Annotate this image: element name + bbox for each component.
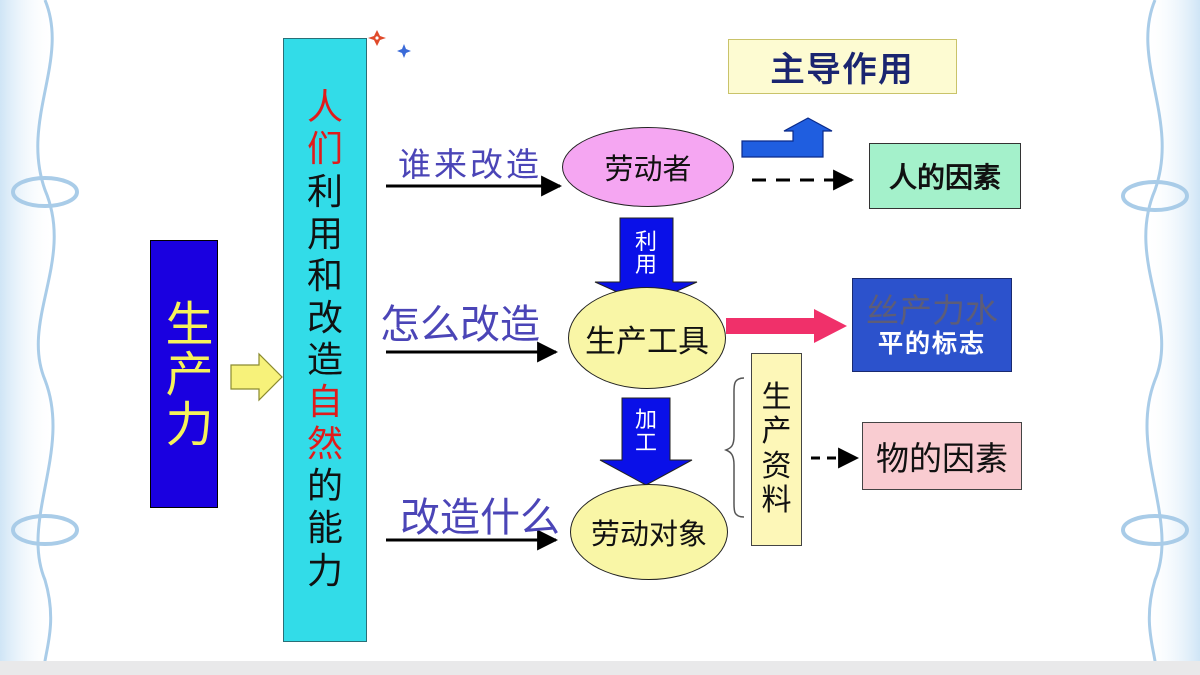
productivity-mark-box: 丝产力水 平的标志 [852, 278, 1012, 372]
use-char: 利 [634, 230, 657, 255]
leading-role-box: 主导作用 [728, 39, 957, 94]
productivity-char: 生产力 [156, 299, 213, 449]
productivity-box: 生产力 [150, 240, 218, 508]
ability-char: 力 [306, 550, 343, 592]
productivity-mark-line1: 丝产力水 [866, 290, 998, 330]
ability-char: 自 [306, 382, 343, 424]
ability-char: 们 [306, 129, 343, 171]
means-char: 生 [761, 380, 792, 416]
process-char: 加 [634, 408, 657, 433]
sparkle-icon [368, 30, 386, 46]
productivity-mark-line2: 平的标志 [877, 328, 986, 358]
laborer-label: 劳动者 [604, 152, 692, 186]
bent-up-arrow [741, 117, 833, 158]
right-block-arrow [230, 352, 283, 402]
ability-char: 能 [306, 508, 343, 550]
ability-char: 的 [306, 466, 343, 508]
laborer-ellipse: 劳动者 [562, 127, 734, 207]
objects-label: 劳动对象 [590, 517, 707, 551]
human-factor-label: 人的因素 [888, 161, 1001, 194]
question-how-label: 怎么改造 [380, 302, 540, 348]
use-arrow-label: 利 用 [632, 231, 660, 277]
ability-char: 造 [306, 340, 343, 381]
left-wavy-frame [0, 0, 79, 675]
material-factor-box: 物的因素 [862, 422, 1022, 490]
objects-ellipse: 劳动对象 [570, 484, 728, 580]
question-who-label: 谁来改造 [398, 145, 542, 184]
tools-ellipse: 生产工具 [568, 287, 726, 389]
process-arrow-label: 加 工 [632, 409, 660, 455]
ability-char: 人 [306, 87, 343, 129]
ability-char: 用 [306, 213, 343, 255]
ability-char: 利 [306, 171, 343, 213]
sparkle-icon [397, 44, 411, 58]
bottom-strip [0, 661, 1200, 675]
leading-role-label: 主导作用 [770, 50, 915, 90]
process-char: 工 [634, 431, 657, 457]
tools-label: 生产工具 [585, 323, 709, 360]
human-factor-box: 人的因素 [869, 143, 1021, 209]
ability-char: 和 [306, 255, 343, 297]
ability-box: 人 们 利 用 和 改 造 自 然 的 能 力 [283, 38, 367, 642]
ability-char: 然 [306, 424, 343, 466]
material-factor-label: 物的因素 [876, 439, 1008, 478]
right-wavy-frame [1121, 0, 1200, 675]
means-char: 产 [761, 414, 792, 450]
use-char: 用 [634, 253, 657, 279]
brace [723, 377, 745, 518]
process-down-arrow [599, 397, 693, 486]
means-char: 料 [761, 482, 792, 518]
pink-arrow [726, 309, 847, 343]
means-char: 资 [761, 448, 792, 484]
ability-char: 改 [306, 297, 343, 339]
means-of-production-box: 生 产 资 料 [751, 353, 802, 546]
question-what-label: 改造什么 [400, 495, 560, 541]
